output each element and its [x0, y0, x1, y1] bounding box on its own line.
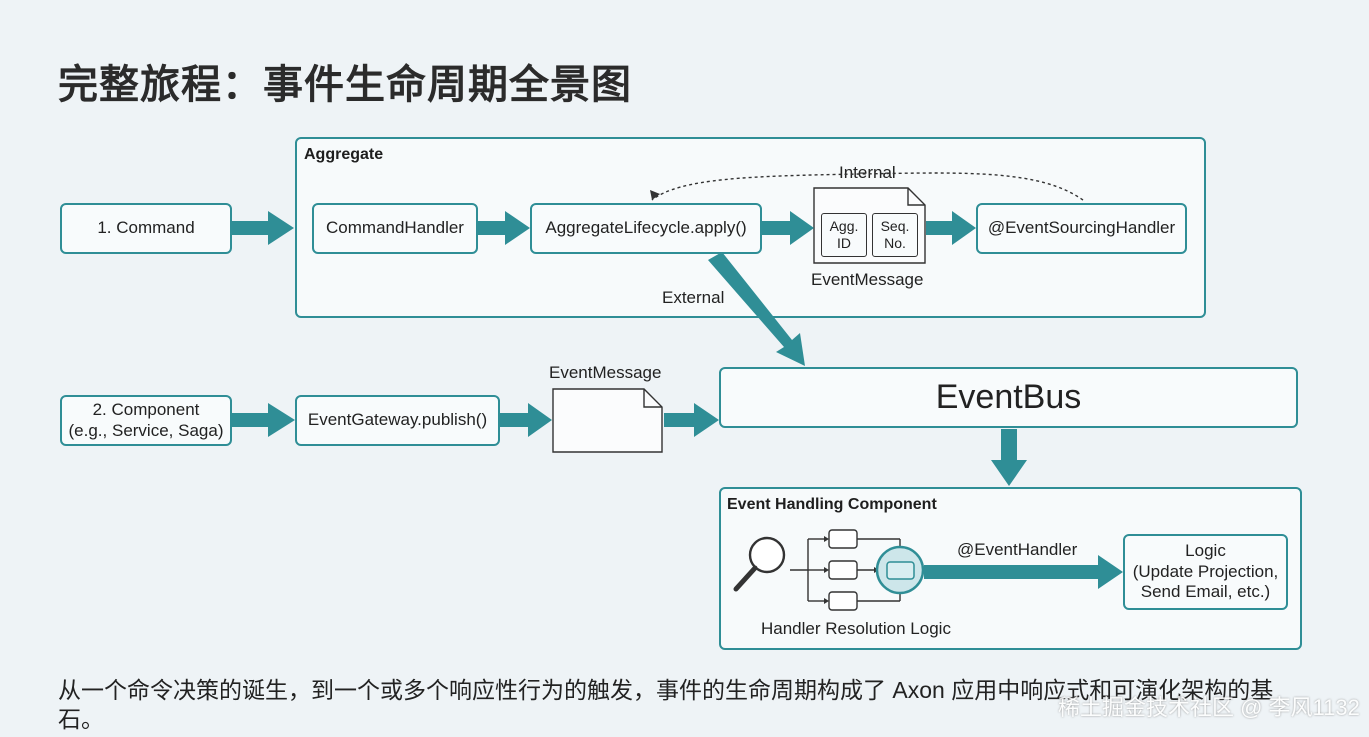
- aggregate-label: Aggregate: [304, 146, 384, 163]
- seq-no-label: Seq. No.: [880, 218, 910, 251]
- page-title: 完整旅程：事件生命周期全景图: [58, 63, 632, 107]
- event-handler-label: @EventHandler: [957, 540, 1078, 559]
- event-gateway-label: EventGateway.publish(): [307, 410, 488, 430]
- arrow-icon: [762, 211, 814, 245]
- magnifier-icon: [733, 536, 786, 592]
- event-sourcing-handler-label: @EventSourcingHandler: [987, 218, 1176, 238]
- seq-no-box: Seq. No.: [872, 213, 918, 257]
- agg-id-label: Agg. ID: [829, 218, 859, 251]
- watermark-text: 稀土掘金技术社区 @ 李风1132: [1058, 695, 1360, 720]
- arrow-icon: [924, 555, 1123, 589]
- external-label: External: [662, 288, 725, 307]
- arrow-icon: [926, 211, 976, 245]
- event-bus-box: EventBus: [719, 367, 1298, 428]
- component-example-label: (e.g., Service, Saga): [68, 420, 224, 440]
- arrow-icon: [232, 211, 294, 245]
- gateway-event-message-document-icon: [552, 388, 663, 453]
- command-box: 1. Command: [60, 203, 232, 254]
- command-handler-label: CommandHandler: [326, 218, 464, 238]
- handler-resolution-label: Handler Resolution Logic: [761, 619, 951, 638]
- logic-detail-2: Send Email, etc.): [1140, 582, 1271, 602]
- internal-loop-arrow: [650, 172, 1084, 201]
- command-label: 1. Command: [97, 218, 195, 238]
- event-sourcing-handler-box: @EventSourcingHandler: [976, 203, 1187, 254]
- arrow-icon: [664, 403, 719, 437]
- arrow-icon: [708, 252, 805, 366]
- caption-text: 从一个命令决策的诞生，到一个或多个响应性行为的触发，事件的生命周期构成了 Axo…: [58, 677, 1274, 732]
- event-handling-label: Event Handling Component: [727, 496, 937, 513]
- agg-id-box: Agg. ID: [821, 213, 867, 257]
- arrow-icon: [478, 211, 530, 245]
- arrow-icon: [500, 403, 552, 437]
- handler-resolution-diagram: [790, 529, 925, 611]
- logic-detail-1: (Update Projection,: [1132, 561, 1279, 581]
- component-label: 2. Component: [92, 400, 200, 420]
- apply-label: AggregateLifecycle.apply(): [545, 218, 747, 238]
- event-bus-label: EventBus: [935, 378, 1082, 417]
- command-handler-box: CommandHandler: [312, 203, 478, 254]
- logic-box: Logic (Update Projection, Send Email, et…: [1123, 534, 1288, 610]
- apply-box: AggregateLifecycle.apply(): [530, 203, 762, 254]
- gateway-event-message-label: EventMessage: [549, 363, 662, 382]
- internal-label: Internal: [839, 163, 896, 182]
- component-box: 2. Component (e.g., Service, Saga): [60, 395, 232, 446]
- aggregate-event-message-label: EventMessage: [811, 270, 924, 289]
- arrow-icon: [991, 429, 1027, 486]
- logic-title: Logic: [1185, 541, 1226, 561]
- event-gateway-box: EventGateway.publish(): [295, 395, 500, 446]
- arrow-icon: [232, 403, 295, 437]
